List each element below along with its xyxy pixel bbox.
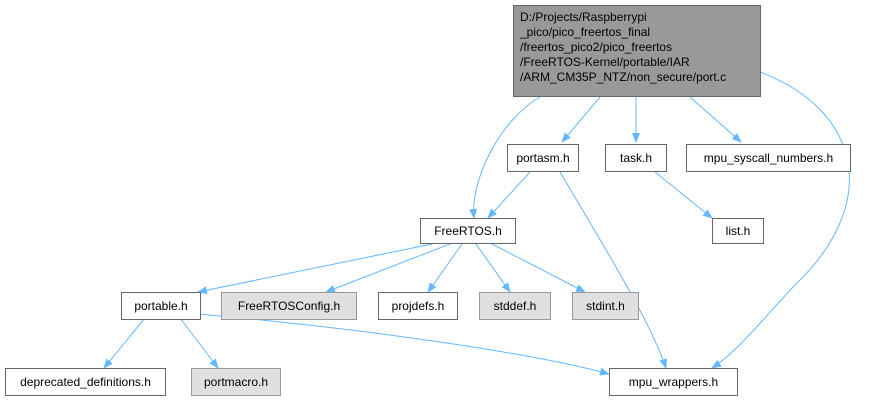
edge-port-to-portasm (561, 96, 601, 143)
edge-freertos-to-stdint (491, 243, 586, 293)
root-file-node: D:/Projects/Raspberrypi _pico/pico_freer… (513, 5, 761, 97)
edge-freertos-to-freertosconfig (325, 243, 451, 293)
node-stddef: stddef.h (479, 292, 551, 320)
edge-port-to-mpu-wrappers (711, 71, 850, 369)
root-path-line-5: /ARM_CM35P_NTZ/non_secure/port.c (520, 70, 727, 84)
node-deprecated-definitions[interactable]: deprecated_definitions.h (5, 368, 166, 396)
root-path-line-4: /FreeRTOS-Kernel/portable/IAR (520, 55, 690, 69)
node-freertos[interactable]: FreeRTOS.h (420, 218, 516, 244)
node-portasm[interactable]: portasm.h (507, 144, 579, 172)
node-portable[interactable]: portable.h (121, 292, 201, 320)
edge-task-to-list (654, 171, 713, 219)
edge-portable-to-deprecated (103, 317, 146, 369)
node-stdint: stdint.h (572, 292, 639, 320)
node-task[interactable]: task.h (605, 144, 667, 172)
edge-freertos-to-portable (197, 243, 433, 295)
edge-portasm-to-freertos (487, 171, 531, 219)
node-portmacro: portmacro.h (191, 368, 281, 396)
root-path-line-1: D:/Projects/Raspberrypi (520, 10, 647, 24)
root-path-line-3: /freertos_pico2/pico_freertos (520, 40, 673, 54)
node-freertosconfig: FreeRTOSConfig.h (221, 292, 357, 320)
node-list[interactable]: list.h (712, 218, 764, 244)
edge-port-to-mpu-syscall (689, 96, 742, 143)
node-mpu-syscall-numbers[interactable]: mpu_syscall_numbers.h (686, 144, 851, 172)
edge-portable-to-portmacro (179, 317, 219, 369)
edge-freertos-to-stddef (475, 243, 511, 293)
edge-freertos-to-projdefs (427, 243, 463, 293)
edge-portable-to-mpu-wrappers (197, 313, 610, 376)
node-projdefs[interactable]: projdefs.h (378, 292, 458, 320)
root-path-line-2: _pico/pico_freertos_final (520, 25, 651, 39)
edge-port-to-freertos (469, 96, 541, 219)
node-mpu-wrappers[interactable]: mpu_wrappers.h (609, 368, 738, 396)
edge-portasm-to-mpu-wrappers (559, 171, 667, 369)
